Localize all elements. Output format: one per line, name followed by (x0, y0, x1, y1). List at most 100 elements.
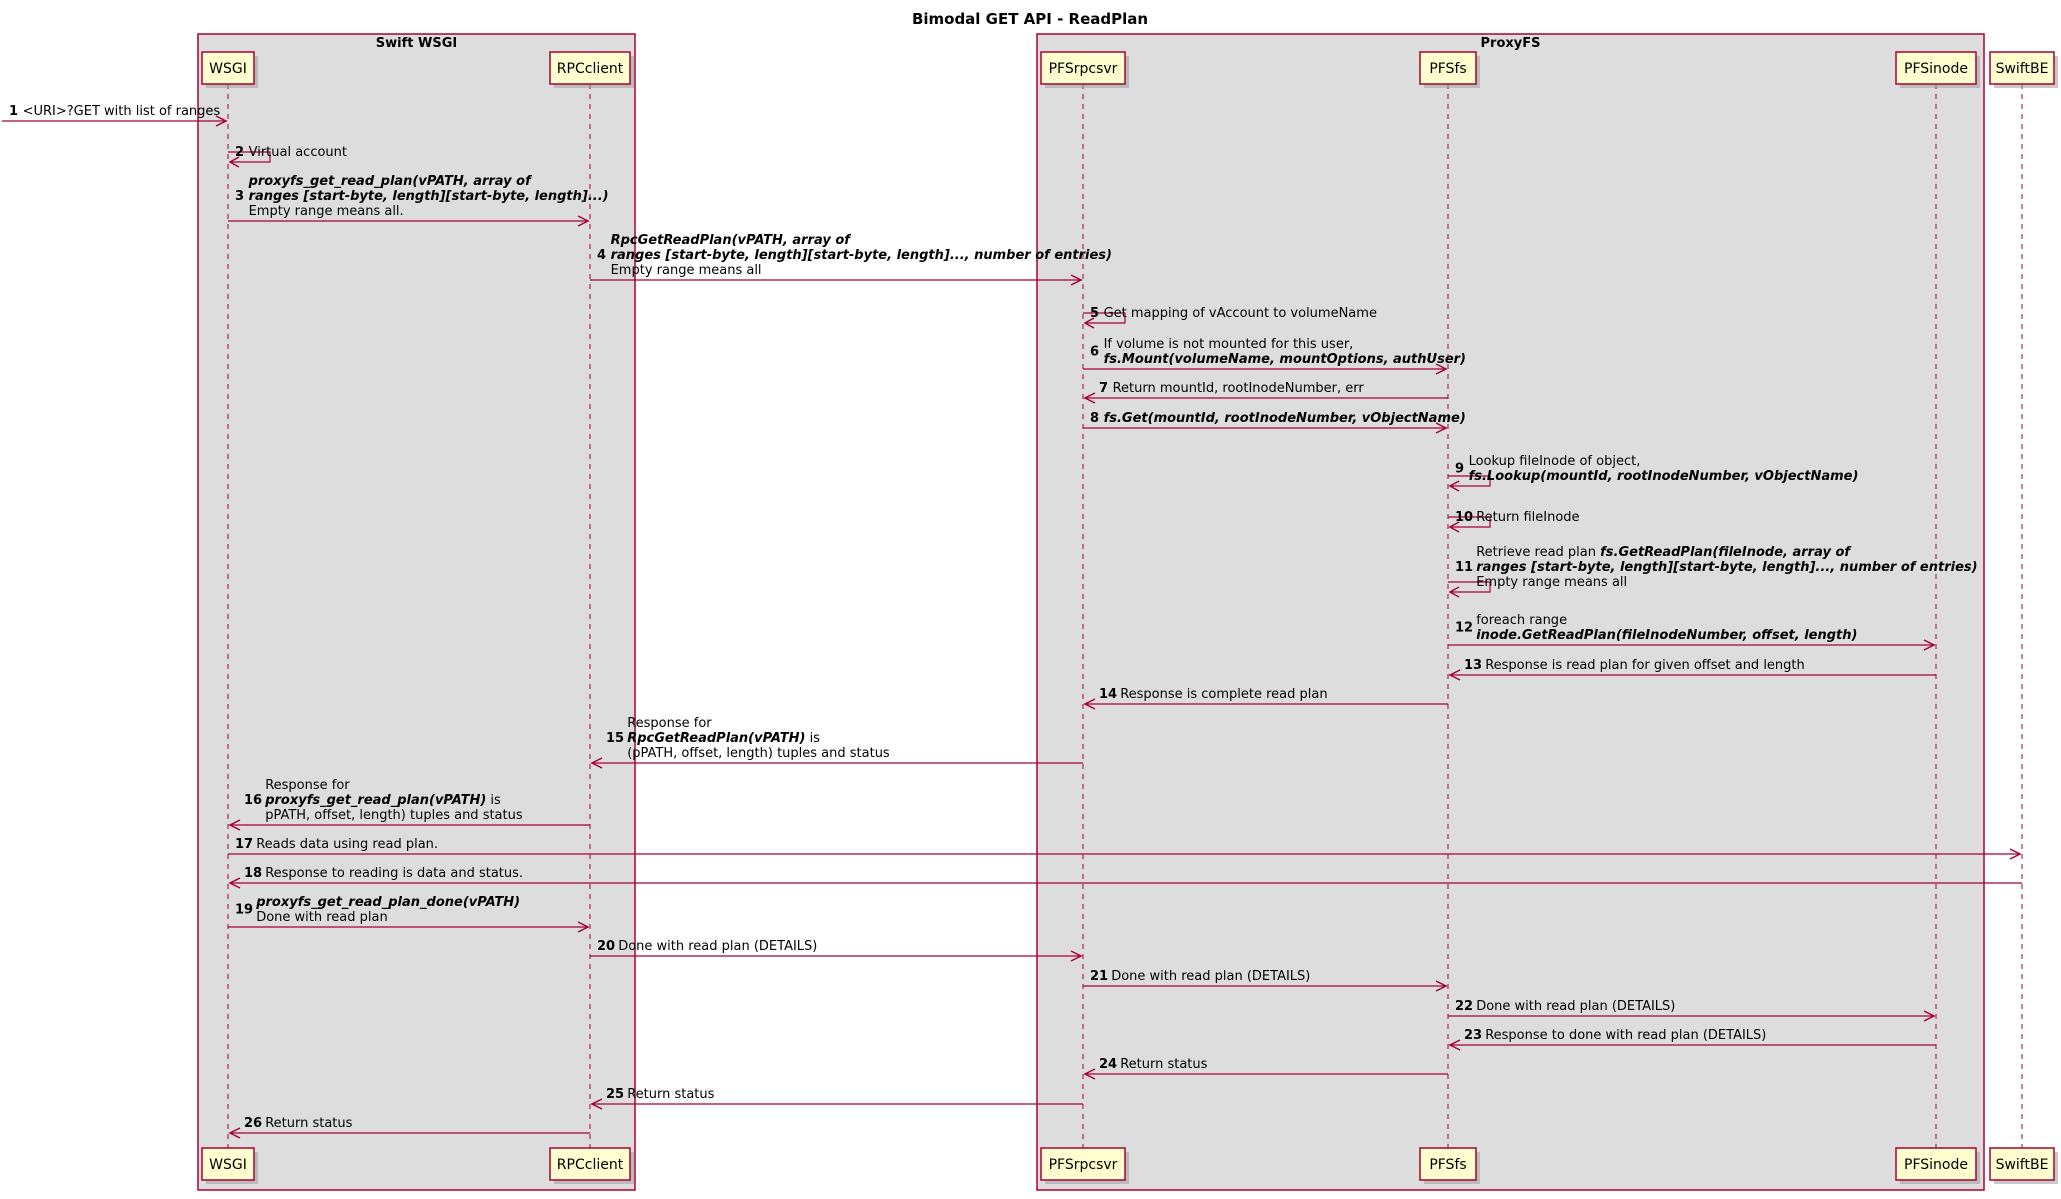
message-label: fs.Get(mountId, rootInodeNumber, vObject… (1104, 411, 1466, 426)
message-number: 12 (1455, 621, 1473, 636)
message-label: <URI>?GET with list of ranges (23, 104, 221, 119)
self-message-line (1448, 581, 1491, 593)
participant-box (1895, 51, 1977, 85)
arrow-head (577, 921, 590, 933)
arrow-head (590, 757, 603, 769)
message-number: 19 (235, 903, 253, 918)
message-number: 7 (1099, 381, 1108, 396)
message-label-part: Empty range means all (1476, 575, 1627, 590)
message-label: Response is read plan for given offset a… (1485, 658, 1805, 673)
participant-pfsfs-top: PFSfs (1419, 51, 1480, 88)
message-number: 24 (1099, 1057, 1117, 1072)
message-label-part: Response to done with read plan (DETAILS… (1485, 1028, 1766, 1043)
message-label-part: Return status (1120, 1057, 1207, 1072)
message-label: Retrieve read plan fs.GetReadPlan(fileIn… (1476, 545, 1852, 560)
self-message-line (1083, 312, 1126, 324)
participant-box (1989, 1147, 2055, 1181)
participant-box (1989, 51, 2055, 85)
message-label-part: is (486, 793, 501, 808)
arrow-head (1923, 1010, 1936, 1022)
box-title-swift: Swift WSGI (376, 36, 457, 51)
message-label: proxyfs_get_read_plan(vPATH, array of (248, 174, 534, 189)
message-label-part: fs.Mount(volumeName, mountOptions, authU… (1104, 352, 1466, 367)
box-title-proxyfs: ProxyFS (1481, 36, 1541, 51)
message-number: 21 (1090, 969, 1108, 984)
message-2: 2 Virtual account (228, 145, 347, 168)
participant-wsgi-top: WSGI (201, 51, 258, 88)
message-label-part: If volume is not mounted for this user, (1104, 337, 1354, 352)
message-number: 23 (1464, 1028, 1482, 1043)
message-number: 2 (235, 145, 244, 160)
arrow-head (1448, 480, 1460, 492)
message-label-part: (pPATH, offset, length) tuples and statu… (627, 746, 890, 761)
message-label: If volume is not mounted for this user, (1104, 337, 1354, 352)
message-number: 26 (244, 1116, 262, 1131)
participant-label: PFSrpcsvr (1049, 61, 1118, 77)
message-label-part: Return status (265, 1116, 352, 1131)
message-label: Return status (627, 1087, 714, 1102)
arrow-head (228, 877, 241, 889)
message-label: Virtual account (249, 145, 347, 160)
message-label-part: Response is complete read plan (1120, 687, 1327, 702)
participant-box (1040, 1147, 1126, 1181)
message-label-part: fs.Lookup(mountId, rootInodeNumber, vObj… (1469, 469, 1859, 484)
message-label-part: proxyfs_get_read_plan(vPATH) (264, 793, 486, 808)
arrow-head (215, 115, 228, 127)
message-label-part: fs.Get(mountId, rootInodeNumber, vObject… (1104, 411, 1466, 426)
message-label-part: Virtual account (249, 145, 347, 160)
message-label: fs.Lookup(mountId, rootInodeNumber, vObj… (1469, 469, 1859, 484)
message-label-part: RpcGetReadPlan(vPATH, array of (611, 233, 853, 248)
participant-pfsinode-top: PFSinode (1895, 51, 1980, 88)
message-label-part: Return mountId, rootInodeNumber, err (1113, 381, 1365, 396)
message-label-part: Get mapping of vAccount to volumeName (1104, 306, 1377, 321)
message-number: 6 (1090, 345, 1099, 360)
message-label: Response to reading is data and status. (265, 866, 523, 881)
message-label: fs.Mount(volumeName, mountOptions, authU… (1104, 352, 1466, 367)
participant-label: RPCclient (557, 1157, 624, 1173)
message-label: Done with read plan (DETAILS) (618, 939, 817, 954)
message-label-part: Done with read plan (DETAILS) (1476, 999, 1675, 1014)
message-label: Get mapping of vAccount to volumeName (1104, 306, 1377, 321)
participant-label: PFSfs (1429, 1157, 1466, 1173)
message-label-part: Return fileInode (1476, 510, 1579, 525)
message-label: Response is complete read plan (1120, 687, 1327, 702)
message-number: 4 (597, 248, 606, 263)
participant-label: PFSinode (1904, 1157, 1968, 1173)
message-label-part: Reads data using read plan. (256, 837, 438, 852)
message-label: Response for (627, 716, 712, 731)
arrow-head (1435, 980, 1448, 992)
message-6: 6 If volume is not mounted for this user,… (1083, 337, 1466, 375)
diagram-title: Bimodal GET API - ReadPlan (912, 10, 1148, 28)
message-label-part: pPATH, offset, length) tuples and status (265, 808, 523, 823)
message-number: 22 (1455, 999, 1473, 1014)
participant-label: PFSinode (1904, 61, 1968, 77)
message-number: 20 (597, 939, 615, 954)
self-message-line (1448, 475, 1491, 487)
arrow-head (577, 215, 590, 227)
message-number: 13 (1464, 658, 1482, 673)
message-label: Reads data using read plan. (256, 837, 438, 852)
arrow-head (1448, 1039, 1461, 1051)
message-label-part: proxyfs_get_read_plan(vPATH, array of (248, 174, 534, 189)
participant-pfsfs-bottom: PFSfs (1419, 1147, 1480, 1184)
arrow-head (1435, 422, 1448, 434)
message-label: Lookup fileInode of object, (1469, 454, 1641, 469)
message-label: proxyfs_get_read_plan(vPATH) is (264, 793, 501, 808)
message-label: ranges [start-byte, length][start-byte, … (249, 189, 609, 204)
message-1: 1<URI>?GET with list of ranges (2, 104, 228, 127)
participant-swiftbe-top: SwiftBE (1989, 51, 2058, 88)
participant-swiftbe-bottom: SwiftBE (1989, 1147, 2058, 1184)
message-number: 17 (235, 837, 253, 852)
message-label-part: Lookup fileInode of object, (1469, 454, 1641, 469)
message-label-part: is (805, 731, 820, 746)
